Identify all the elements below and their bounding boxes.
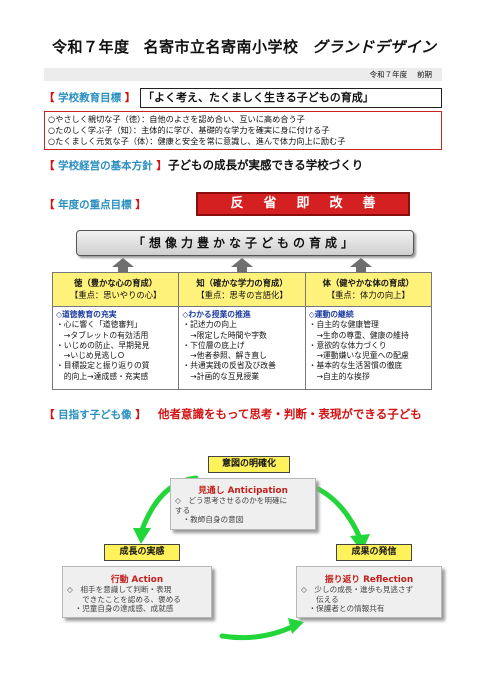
management-policy-label: 【 学校経営の基本方針 】 [44,160,167,172]
pillar-line: ・基本的な生活習慣の徹底 [308,361,403,371]
pillar-name: 徳（豊かな心の育成） [74,278,158,288]
pillar-heading: ◇わかる授業の推進 [182,310,251,319]
pillar-line: ・目標設定と振り返りの質 [56,361,150,371]
pillar-knowledge: 知（確かな学力の育成） 【重点：思考の言語化】 ◇わかる授業の推進 ・記述力の向… [179,273,306,389]
cycle-arrow-bottom-head-icon [288,618,304,634]
cycle-arrow-left-head-icon [133,528,151,544]
pillar-line: ・心に響く「道徳審判」 [56,320,142,330]
reflection-line: ・保護者との情報共有 [301,604,385,614]
anticipation-line: する [175,505,191,515]
education-aims: ○やさしく親切な子（徳）：自他のよさを認め合い、互いに高め合う子 ○たのしく学ぶ… [44,111,442,150]
up-arrow-icon [231,258,253,273]
title-design: グランドデザイン [312,38,437,56]
aim-knowledge: ○たのしく学ぶ子（知）：主体的に学び、基礎的な学力を確実に身に付ける子 [48,125,330,135]
pillar-heading: ◇運動の継続 [308,310,354,319]
ideal-child-text: 他者意識をもって思考・判断・表現ができる子ども [158,407,422,421]
education-goal-label-text: 学校教育目標 [58,92,122,104]
pillar-body: ◇道徳教育の充実 ・心に響く「道徳審判」 →タブレットの有効活用 ・いじめの防止… [53,307,178,385]
pillar-line: ・自主的な健康管理 [308,320,379,330]
pillars-table: 徳（豊かな心の育成） 【重点：思いやりの心】 ◇道徳教育の充実 ・心に響く「道徳… [52,272,432,390]
pillar-line: 的向上→達成感・充実感 [56,371,149,381]
action-title: 行動 Action [110,575,164,585]
action-line: ◇ 相手を意識して判断・表現 [67,585,172,594]
pillar-header: 徳（豊かな心の育成） 【重点：思いやりの心】 [53,273,179,307]
title-school: 名寄市立名寄南小学校 [143,38,299,56]
management-policy-label-text: 学校経営の基本方針 [58,160,153,172]
pillar-line: →計画的な互見授業 [182,371,260,381]
education-goal-label: 【 学校教育目標 】 [44,92,136,104]
ideal-child-label: 【 目指す子ども像 】 [44,409,146,421]
pillar-line: ・いじめの防止、早期発見 [56,340,150,350]
action-line: できたことを認める、褒める [67,594,181,604]
aim-body: ○たくましく元気な子（体）：健康と安全を常に意識し、進んで体力向上に励む子 [48,136,346,146]
anticipation-line: ・教師自身の意図 [175,515,244,525]
pillar-focus: 【重点：思いやりの心】 [70,290,162,300]
pillar-heading: ◇道徳教育の充実 [56,310,117,319]
pillar-body: ◇わかる授業の推進 ・記述力の向上 →限定した時間や字数 ・下位層の底上げ →他… [179,307,304,385]
reflection-title: 振り返り Reflection [324,575,414,585]
cycle-label-right: 成果の発信 [336,544,412,561]
pillar-name: 知（確かな学力の育成） [196,278,288,288]
focus-goal-banner: 「想像力豊かな子どもの育成」 [76,230,414,256]
focus-label-text: 年度の重点目標 [58,199,132,211]
pillar-line: ・下位層の底上げ [182,340,245,350]
anticipation-title: 見通し Anticipation [198,486,288,496]
pillar-name: 体（健やかな体の育成） [322,278,414,288]
pillar-body: ◇運動の継続 ・自主的な健康管理 →生命の尊重、健康の維持 ・意欲的な体力づくり… [306,307,431,385]
pillar-line: ・共通実践の反省及び改善 [182,361,276,371]
education-goal-text: 「よく考え、たくましく生きる子どもの育成」 [140,88,442,108]
pillar-line: →タブレットの有効活用 [56,330,149,340]
reflection-line: ◇ 少しの成長・進歩も見逃さず [301,585,414,594]
pillar-body-health: 体（健やかな体の育成） 【重点：体力の向上】 ◇運動の継続 ・自主的な健康管理 … [305,273,431,389]
cycle-label-left: 成長の実感 [104,544,180,561]
pillar-line: →いじめ見逃しＯ [56,351,125,361]
period-bar: 令和７年度 前期 [44,68,442,81]
ideal-child-label-text: 目指す子ども像 [58,409,132,421]
pillar-line: →他者参照、解き直し [182,351,267,361]
reflection-box: 振り返り Reflection ◇ 少しの成長・進歩も見逃さず 伝える ・保護者… [296,566,442,618]
cycle-arrow-bottom-icon [219,623,297,641]
cycle-label-top: 意図の明確化 [208,456,290,473]
action-box: 行動 Action ◇ 相手を意識して判断・表現 できたことを認める、褒める ・… [62,566,212,618]
cycle-arrow-right-head-icon [350,534,370,552]
pillar-line: →自主的な挨拶 [308,371,370,381]
pillar-line: ・記述力の向上 [182,320,237,330]
pillar-header: 体（健やかな体の育成） 【重点：体力の向上】 [305,273,431,307]
aim-virtue: ○やさしく親切な子（徳）：自他のよさを認め合い、互いに高め合う子 [48,114,305,124]
pillar-header: 知（確かな学力の育成） 【重点：思考の言語化】 [179,273,305,307]
pillar-focus: 【重点：体力の向上】 [326,290,410,300]
focus-banner: 反省即改善 [196,192,410,216]
pillar-line: ・意欲的な体力づくり [308,340,387,350]
anticipation-box: 見通し Anticipation ◇ どう思考させるのかを明確に する ・教師自… [170,478,316,530]
action-line: ・児童自身の達成感、成就感 [67,604,174,614]
up-arrow-icon [112,258,134,273]
page-title: 令和７年度名寄市立名寄南小学校グランドデザイン [52,36,437,57]
anticipation-line: ◇ どう思考させるのかを明確に [175,496,288,505]
reflection-line: 伝える [301,594,339,604]
title-year: 令和７年度 [52,38,130,56]
up-arrow-icon [350,258,372,273]
pillar-virtue: 徳（豊かな心の育成） 【重点：思いやりの心】 ◇道徳教育の充実 ・心に響く「道徳… [53,273,180,389]
management-policy-text: 子どもの成長が実感できる学校づくり [168,158,364,172]
focus-label: 【 年度の重点目標 】 [44,199,146,211]
pillar-line: →限定した時間や字数 [182,330,267,340]
pillar-focus: 【重点：思考の言語化】 [196,290,288,300]
pillar-line: →運動嫌いな児童への配慮 [308,351,409,361]
pillar-line: →生命の尊重、健康の維持 [308,330,409,340]
